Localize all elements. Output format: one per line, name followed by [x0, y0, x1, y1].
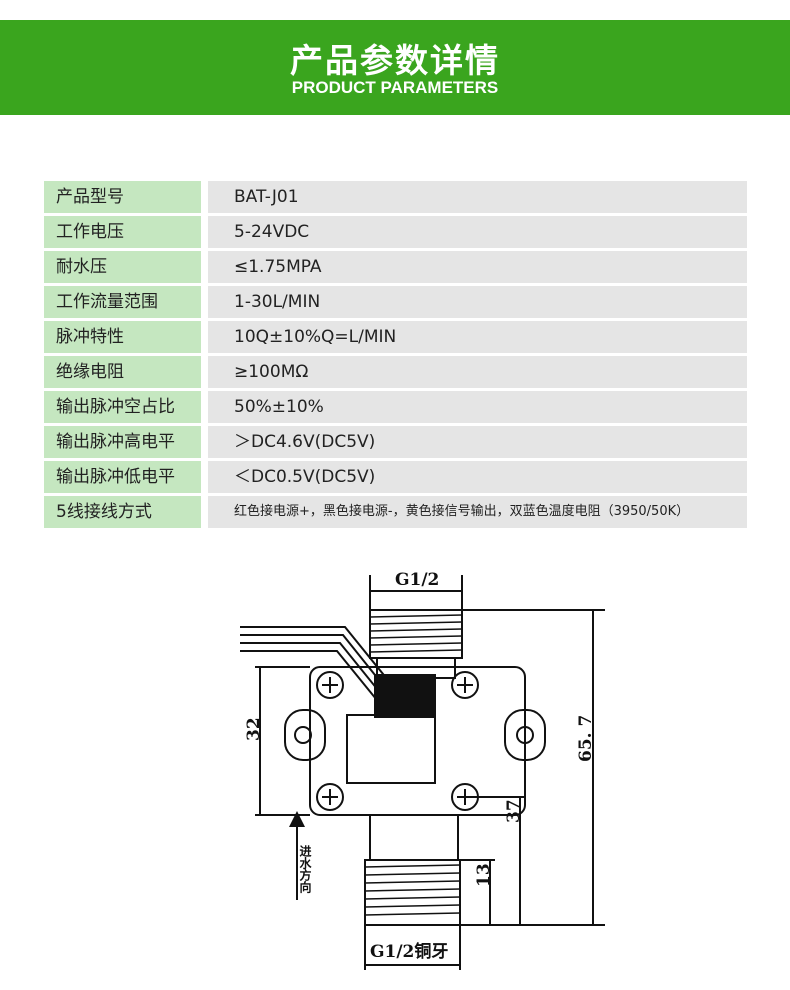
top-thread-label: G1/2: [395, 570, 439, 590]
param-value: 50%±10%: [208, 391, 747, 423]
param-value: BAT-J01: [208, 181, 747, 213]
param-row: 输出脉冲低电平＜DC0.5V(DC5V): [44, 461, 747, 493]
param-row: 绝缘电阻≥100MΩ: [44, 356, 747, 388]
param-value: 5-24VDC: [208, 216, 747, 248]
page-subtitle: PRODUCT PARAMETERS: [291, 78, 499, 97]
param-value: 1-30L/MIN: [208, 286, 747, 318]
dim-65-7-label: 65. 7: [576, 715, 596, 762]
param-label: 脉冲特性: [44, 321, 201, 353]
param-label: 绝缘电阻: [44, 356, 201, 388]
param-label: 产品型号: [44, 181, 201, 213]
dimension-drawing: G1/2 G1/2铜牙 32 37 13 65. 7 进水方向: [225, 555, 625, 985]
param-value: ＜DC0.5V(DC5V): [208, 461, 747, 493]
flow-sensor-drawing: G1/2 G1/2铜牙 32 37 13 65. 7 进水方向: [240, 570, 605, 970]
bottom-thread: [364, 859, 461, 926]
dim-37-label: 37: [504, 799, 524, 823]
param-label: 工作电压: [44, 216, 201, 248]
param-value: ≥100MΩ: [208, 356, 747, 388]
param-label: 耐水压: [44, 251, 201, 283]
param-label: 工作流量范围: [44, 286, 201, 318]
bottom-thread-label: G1/2铜牙: [370, 941, 448, 962]
param-label: 5线接线方式: [44, 496, 201, 528]
page-title: 产品参数详情: [290, 41, 500, 80]
param-value: 红色接电源+，黑色接电源-，黄色接信号输出，双蓝色温度电阻（3950/50K）: [208, 496, 747, 528]
param-row: 耐水压≤1.75MPA: [44, 251, 747, 283]
param-value: ＞DC4.6V(DC5V): [208, 426, 747, 458]
header-banner: 产品参数详情 PRODUCT PARAMETERS: [0, 20, 790, 115]
param-value: ≤1.75MPA: [208, 251, 747, 283]
param-value: 10Q±10%Q=L/MIN: [208, 321, 747, 353]
label-plate: [346, 714, 436, 784]
dim-13-label: 13: [474, 863, 494, 887]
param-label: 输出脉冲低电平: [44, 461, 201, 493]
flow-direction-label: 进水方向: [298, 844, 312, 894]
param-label: 输出脉冲空占比: [44, 391, 201, 423]
param-label: 输出脉冲高电平: [44, 426, 201, 458]
param-row: 输出脉冲高电平＞DC4.6V(DC5V): [44, 426, 747, 458]
dim-32-label: 32: [244, 717, 264, 741]
param-row: 5线接线方式红色接电源+，黑色接电源-，黄色接信号输出，双蓝色温度电阻（3950…: [44, 496, 747, 528]
